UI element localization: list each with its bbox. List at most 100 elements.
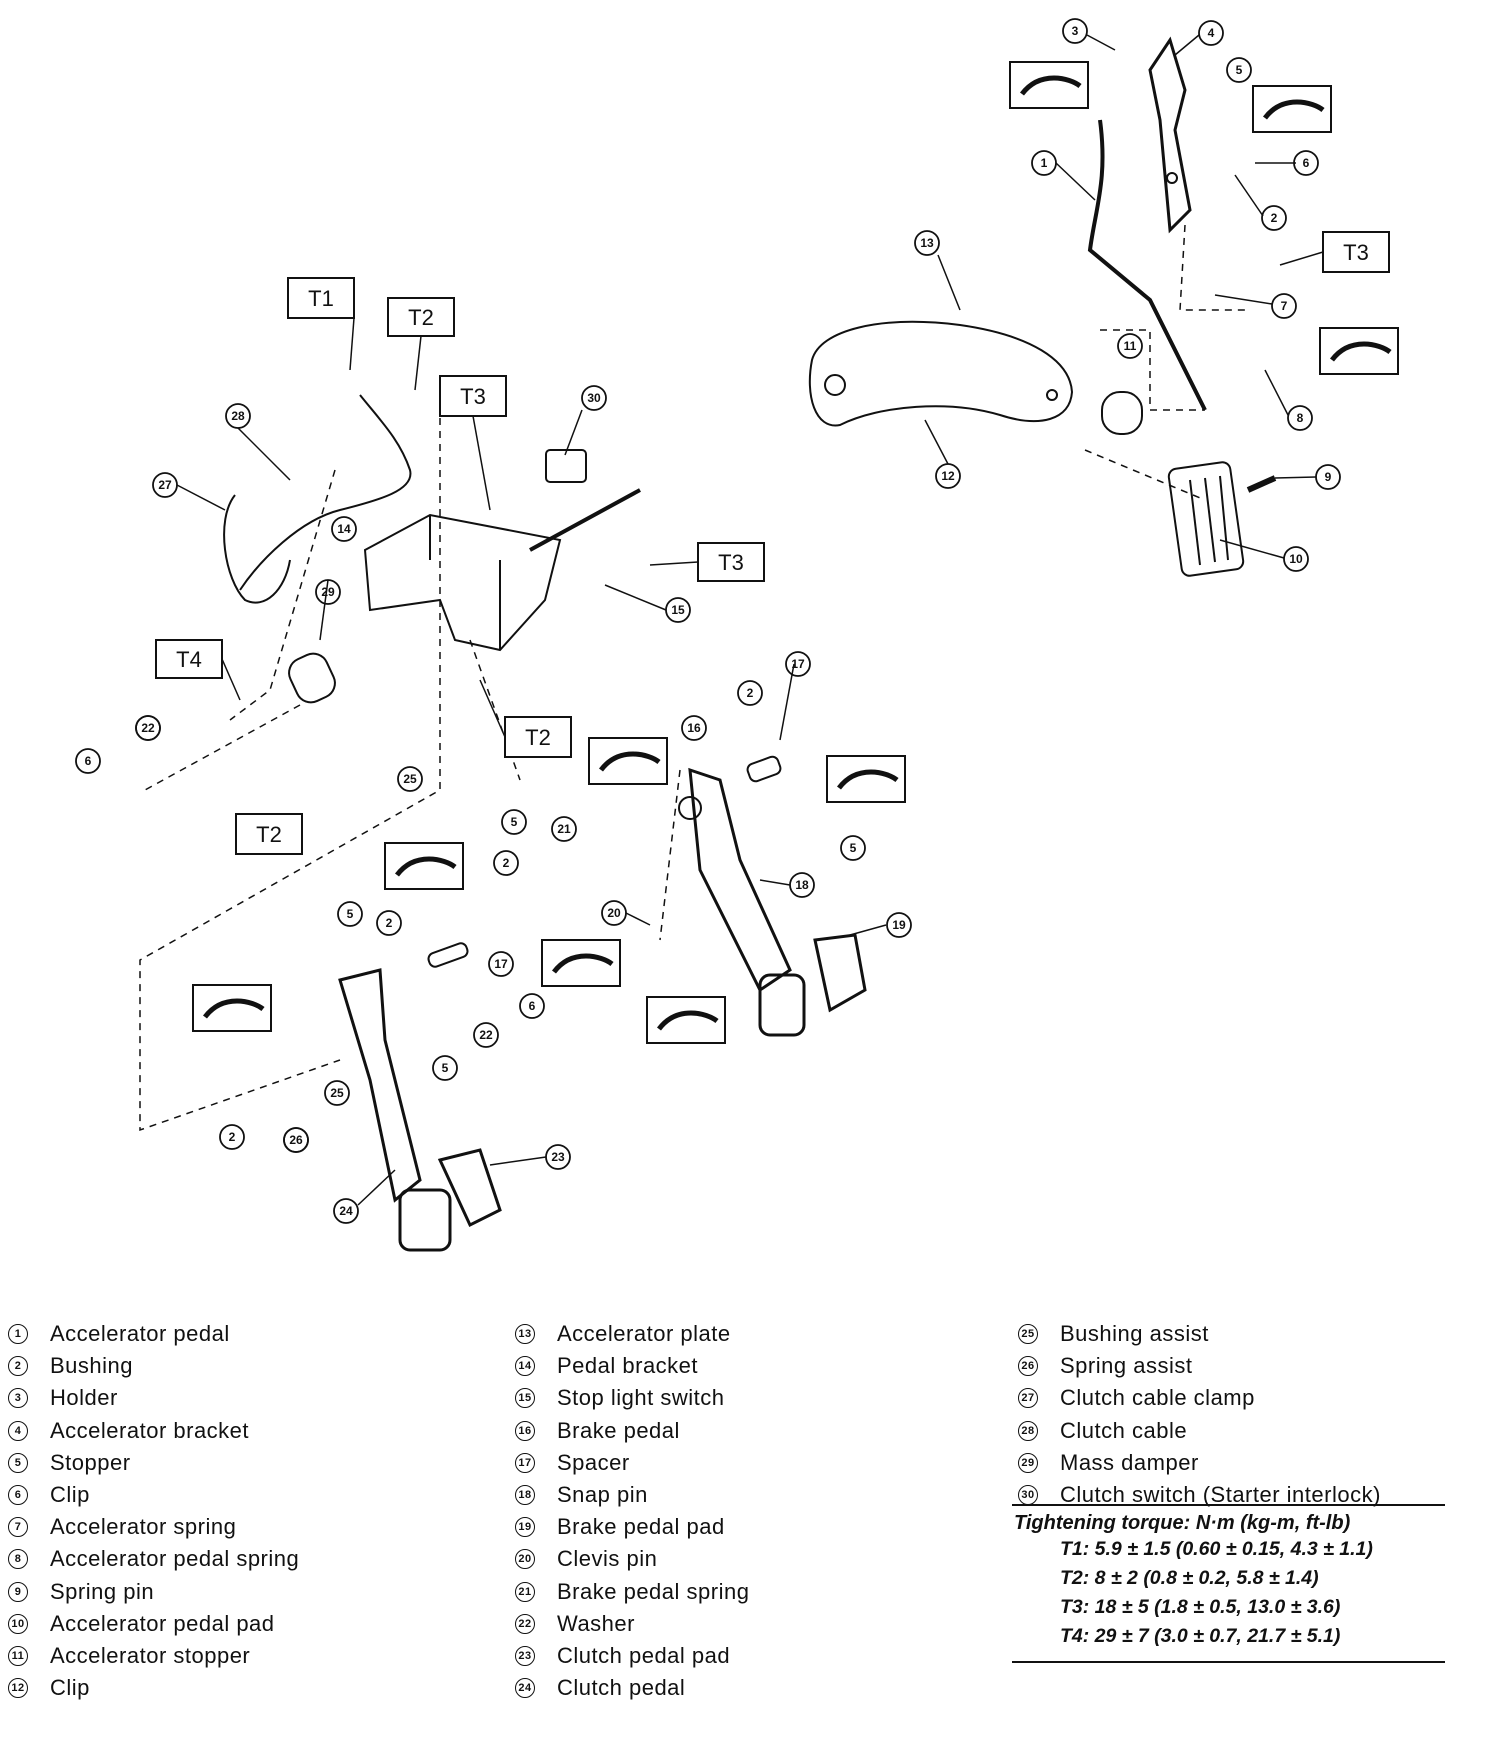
grease-symbol-icon — [646, 996, 726, 1044]
legend-number-badge: 27 — [1018, 1388, 1038, 1409]
svg-text:5: 5 — [511, 815, 518, 829]
accelerator-pedal-arm — [1087, 119, 1207, 411]
legend-label: Accelerator spring — [50, 1514, 237, 1540]
brake-pedal-pad — [813, 933, 867, 1013]
svg-text:26: 26 — [289, 1133, 303, 1147]
legend-item: 29 Mass damper — [1018, 1447, 1381, 1479]
legend-label: Clip — [50, 1482, 90, 1508]
plate-hole — [824, 374, 846, 396]
legend-number-badge: 29 — [1018, 1452, 1038, 1473]
svg-text:17: 17 — [494, 957, 508, 971]
legend-label: Mass damper — [1060, 1449, 1199, 1475]
legend-label: Holder — [50, 1385, 118, 1411]
svg-text:27: 27 — [158, 478, 172, 492]
svg-text:17: 17 — [791, 657, 805, 671]
legend-number-badge: 23 — [515, 1645, 535, 1666]
legend-number-badge: 22 — [515, 1613, 535, 1634]
svg-text:22: 22 — [141, 721, 155, 735]
legend-label: Accelerator pedal spring — [50, 1546, 300, 1572]
svg-text:19: 19 — [892, 918, 906, 932]
callout-17 — [785, 651, 811, 677]
callout-6-b — [75, 748, 101, 774]
torque-tag-t2-mid — [504, 716, 572, 758]
legend-label: Brake pedal pad — [557, 1514, 725, 1540]
callout-14 — [331, 516, 357, 542]
legend-number-badge: 18 — [515, 1485, 535, 1506]
accelerator-stopper — [1101, 391, 1143, 435]
legend-number-badge: 11 — [8, 1645, 28, 1666]
svg-text:7: 7 — [1281, 299, 1288, 313]
svg-text:5: 5 — [850, 841, 857, 855]
callout-5-e — [432, 1055, 458, 1081]
legend-label: Accelerator plate — [557, 1321, 731, 1347]
torque-tag-text: T2 — [256, 822, 282, 847]
torque-row-t2: T2: 8 ± 2 (0.8 ± 0.2, 5.8 ± 1.4) — [1060, 1567, 1319, 1589]
legend-number-badge: 5 — [8, 1452, 28, 1473]
legend-label: Clevis pin — [557, 1546, 658, 1572]
torque-tag-text: T3 — [1343, 240, 1369, 265]
legend-label: Accelerator stopper — [50, 1642, 251, 1668]
torque-title: Tightening torque: N·m (kg-m, ft-lb) — [1014, 1512, 1351, 1534]
callout-2 — [1261, 205, 1287, 231]
legend-number-badge: 25 — [1018, 1324, 1038, 1345]
legend-label: Brake pedal spring — [557, 1578, 750, 1604]
torque-tag-t3-switch — [697, 542, 765, 582]
svg-text:8: 8 — [1297, 411, 1304, 425]
svg-text:20: 20 — [607, 906, 621, 920]
callout-numbers: 1 2 3 4 5 6 7 8 9 10 11 12 13 14 15 16 1… — [85, 24, 1332, 1218]
accelerator-pedal-pad — [1167, 461, 1245, 577]
legend-number-badge: 26 — [1018, 1356, 1038, 1377]
callout-2-d — [376, 910, 402, 936]
legend-number-badge: 15 — [515, 1388, 535, 1409]
svg-text:5: 5 — [347, 907, 354, 921]
torque-row-t3: T3: 18 ± 5 (1.8 ± 0.5, 13.0 ± 3.6) — [1060, 1596, 1341, 1618]
callout-5 — [1226, 57, 1252, 83]
legend-label: Snap pin — [557, 1482, 648, 1508]
spacer — [746, 755, 782, 783]
torque-tag-t3-accel — [1322, 231, 1390, 273]
callout-26-b — [283, 1127, 309, 1153]
grease-symbol-icon — [1009, 61, 1089, 109]
svg-text:21: 21 — [557, 822, 571, 836]
legend-label: Accelerator pedal pad — [50, 1610, 275, 1636]
legend-number-badge: 14 — [515, 1356, 535, 1377]
callout-17-b — [488, 951, 514, 977]
pivot-bolt — [529, 488, 641, 552]
brake-pedal-arm — [688, 767, 792, 993]
svg-text:2: 2 — [1271, 211, 1278, 225]
legend-number-badge: 9 — [8, 1581, 28, 1602]
legend-label: Accelerator bracket — [50, 1417, 250, 1443]
torque-tag-text: T2 — [525, 725, 551, 750]
svg-text:15: 15 — [671, 603, 685, 617]
legend-label: Stopper — [50, 1449, 131, 1475]
accelerator-bracket — [1148, 36, 1192, 234]
callout-25-b — [324, 1080, 350, 1106]
svg-text:3: 3 — [1072, 24, 1079, 38]
svg-text:9: 9 — [1325, 470, 1332, 484]
legend-label: Brake pedal — [557, 1417, 680, 1443]
legend-label: Clip — [50, 1675, 90, 1701]
torque-row-t1: T1: 5.9 ± 1.5 (0.60 ± 0.15, 4.3 ± 1.1) — [1060, 1538, 1373, 1560]
torque-tag-labels: T1 T2 T3 T3 T3 T4 T2 T2 — [176, 240, 1369, 847]
svg-text:10: 10 — [1289, 552, 1303, 566]
callout-8 — [1287, 405, 1313, 431]
svg-text:2: 2 — [229, 1130, 236, 1144]
clutch-switch — [545, 449, 587, 483]
legend-item: 5 Stopper — [8, 1447, 299, 1479]
callout-25 — [397, 766, 423, 792]
